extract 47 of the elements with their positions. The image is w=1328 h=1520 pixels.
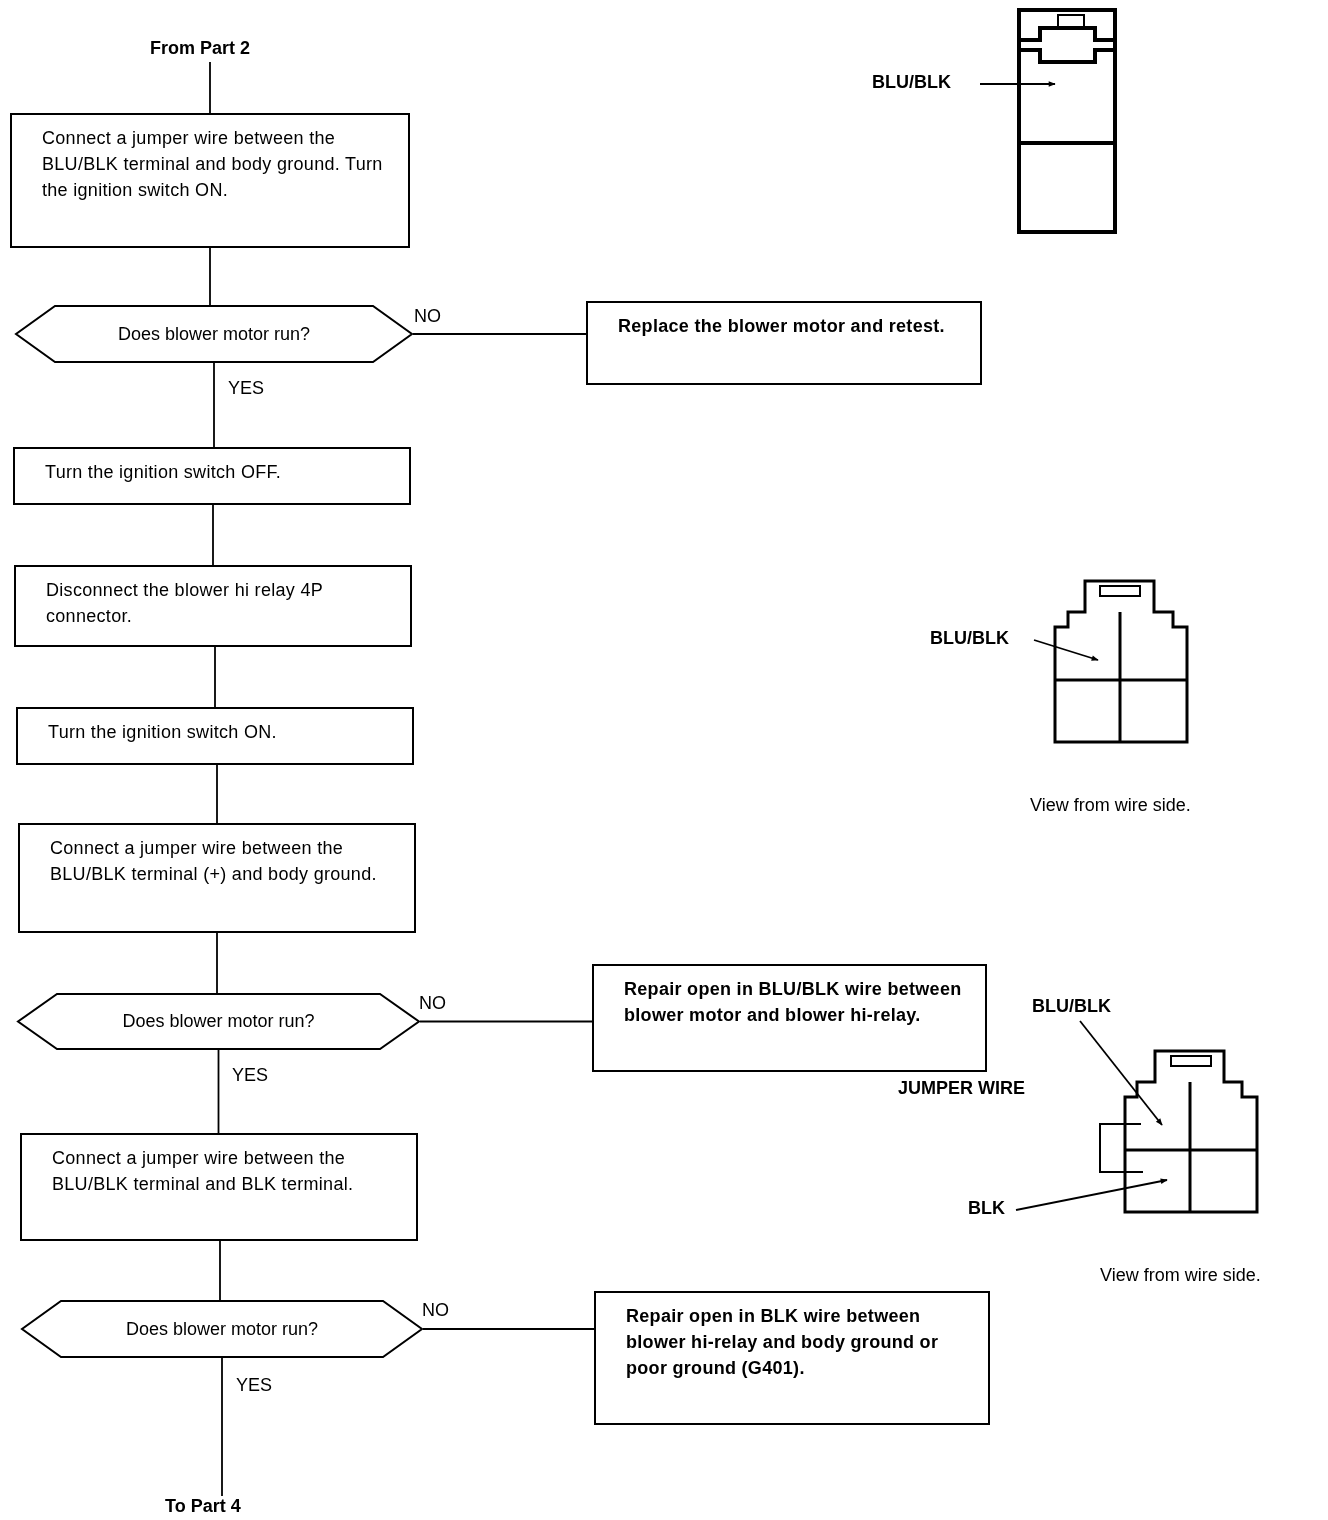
process-box: Replace the blower motor and retest. bbox=[586, 301, 982, 385]
process-box: Connect a jumper wire between the BLU/BLK terminal and BLK terminal. bbox=[20, 1133, 418, 1241]
question-text: Does blower motor run? bbox=[117, 323, 311, 345]
edge-label: YES bbox=[228, 378, 265, 399]
flow-line bbox=[422, 1328, 595, 1330]
process-box: Connect a jumper wire between the BLU/BLK terminal (+) and body ground. bbox=[18, 823, 416, 933]
leader-line bbox=[1079, 1020, 1163, 1126]
edge-label: NO bbox=[419, 993, 446, 1014]
flow-line bbox=[412, 333, 587, 335]
decision-hexagon bbox=[15, 305, 413, 363]
process-box: Repair open in BLK wire between blower hi-relay and body ground or poor ground (G401). bbox=[594, 1291, 990, 1425]
process-box: Connect a jumper wire between the BLU/BLK terminal and body ground. Turn the ignition switch ON. bbox=[10, 113, 410, 248]
view-note: View from wire side. bbox=[1030, 795, 1191, 816]
view-note: View from wire side. bbox=[1100, 1265, 1261, 1286]
leader-line bbox=[1033, 639, 1099, 661]
question-text: Does blower motor run? bbox=[125, 1318, 319, 1340]
flow-text: From Part 2 bbox=[150, 38, 275, 62]
flow-line bbox=[216, 764, 218, 824]
leader-line bbox=[1015, 1178, 1168, 1211]
edge-label: YES bbox=[232, 1065, 269, 1086]
wire-color-label: BLU/BLK bbox=[930, 628, 1032, 652]
flow-line bbox=[217, 1049, 220, 1134]
edge-label: NO bbox=[422, 1300, 449, 1321]
flow-line bbox=[212, 504, 214, 566]
part-label: JUMPER WIRE bbox=[898, 1078, 1025, 1099]
wire-color-label: BLU/BLK bbox=[872, 72, 978, 96]
decision-hexagon bbox=[17, 993, 420, 1050]
flow-line bbox=[219, 1240, 221, 1301]
edge-label: YES bbox=[236, 1375, 273, 1396]
flow-line bbox=[209, 61, 211, 114]
wire-color-label: BLU/BLK bbox=[1032, 996, 1138, 1020]
flow-line bbox=[216, 932, 218, 994]
decision-hexagon bbox=[21, 1300, 423, 1358]
flow-line bbox=[213, 362, 215, 448]
flow-line bbox=[221, 1357, 223, 1497]
process-box: Disconnect the blower hi relay 4P connector. bbox=[14, 565, 412, 647]
edge-label: NO bbox=[414, 306, 441, 327]
question-text: Does blower motor run? bbox=[122, 1011, 315, 1032]
process-box: Turn the ignition switch OFF. bbox=[13, 447, 411, 505]
flow-line bbox=[419, 1020, 593, 1023]
flow-text: To Part 4 bbox=[165, 1496, 265, 1520]
process-box: Repair open in BLU/BLK wire between blower motor and blower hi-relay. bbox=[592, 964, 987, 1072]
wire-color-label: BLK bbox=[968, 1198, 1014, 1222]
process-box: Turn the ignition switch ON. bbox=[16, 707, 414, 765]
leader-line bbox=[979, 81, 1056, 87]
flow-line bbox=[209, 247, 211, 306]
flow-line bbox=[214, 646, 216, 708]
